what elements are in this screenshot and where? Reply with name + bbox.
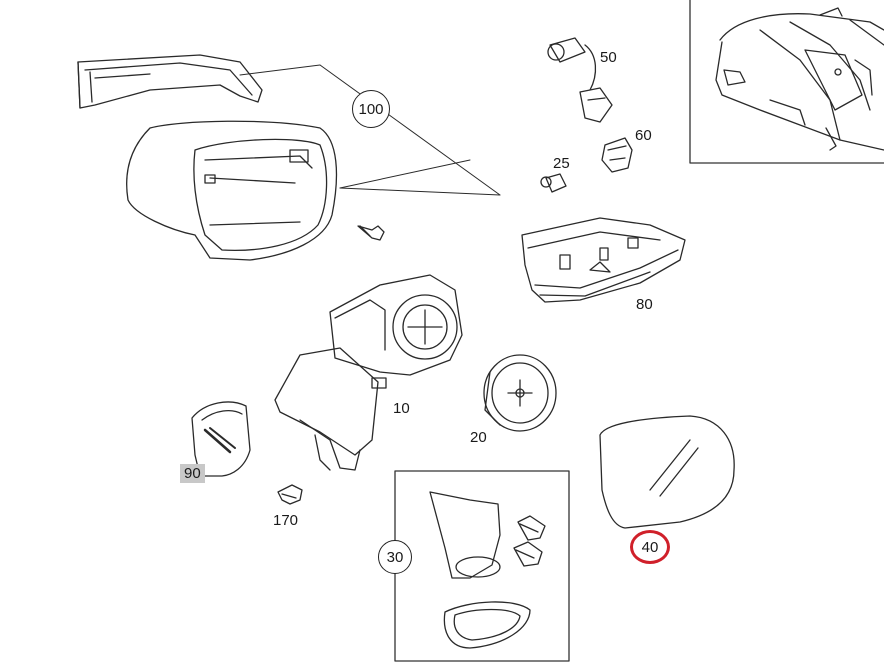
- part-170-screw: [277, 484, 303, 505]
- part-40-mirror-glass: [599, 415, 735, 529]
- part-10-base-assembly: [274, 274, 463, 471]
- part-100-mirror-housing: [125, 120, 338, 261]
- part-80-lower-cover: [521, 217, 686, 303]
- part-90-cover: [191, 401, 251, 477]
- label-25: 25: [553, 155, 570, 172]
- part-20-motor-disc: [483, 354, 557, 432]
- callout-40-highlighted[interactable]: 40: [630, 530, 670, 564]
- part-100-trim-strip: [77, 54, 263, 109]
- part-60-bracket: [601, 137, 633, 173]
- label-20: 20: [470, 429, 487, 446]
- label-10: 10: [393, 400, 410, 417]
- callout-100: 100: [352, 90, 390, 128]
- part-50-connector: [547, 37, 613, 123]
- part-25-bulb: [540, 173, 567, 193]
- callout-30: 30: [378, 540, 412, 574]
- label-60: 60: [635, 127, 652, 144]
- car-inset: [689, 0, 884, 164]
- leader-lines-100: [239, 64, 501, 196]
- part-30-kit-box: [394, 470, 570, 662]
- screw-small: [357, 225, 385, 241]
- label-80: 80: [636, 296, 653, 313]
- label-90: 90: [180, 464, 205, 483]
- label-170: 170: [273, 512, 299, 529]
- label-50: 50: [600, 49, 617, 66]
